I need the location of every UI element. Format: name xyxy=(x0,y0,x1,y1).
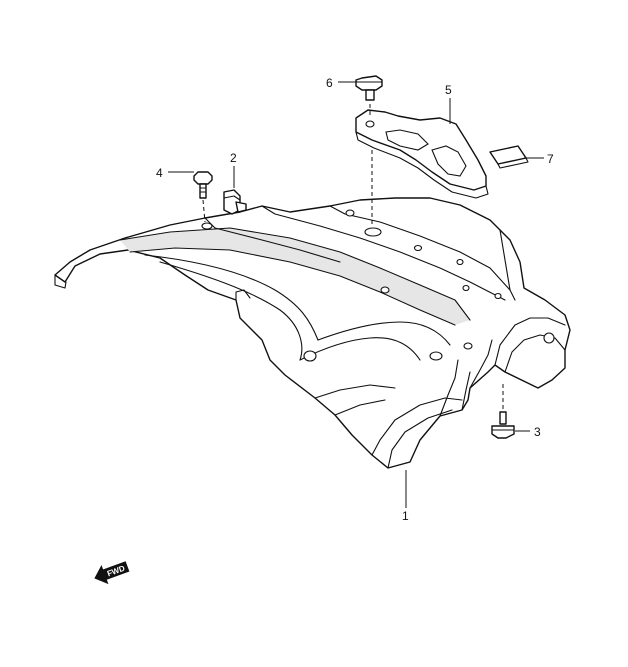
part-4-screw xyxy=(193,171,213,199)
part-7-pad xyxy=(489,145,529,169)
part-5-bracket-plate xyxy=(355,109,489,199)
part-2-grommet xyxy=(223,189,247,215)
part-6-bolt xyxy=(355,75,383,101)
callout-5: 5 xyxy=(445,83,452,97)
part-3-bolt xyxy=(491,411,515,439)
callout-leaders xyxy=(168,81,544,508)
callout-1: 1 xyxy=(402,509,409,523)
callout-7: 7 xyxy=(547,152,554,166)
forward-arrow-icon: FWD xyxy=(94,561,130,585)
alignment-lines xyxy=(202,104,504,410)
callout-6: 6 xyxy=(326,76,333,90)
callout-4: 4 xyxy=(156,166,163,180)
callout-3: 3 xyxy=(534,425,541,439)
callout-labels: 1 2 3 4 5 6 7 xyxy=(156,76,554,523)
part-1-cover-panel xyxy=(54,197,571,469)
callout-2: 2 xyxy=(230,151,237,165)
